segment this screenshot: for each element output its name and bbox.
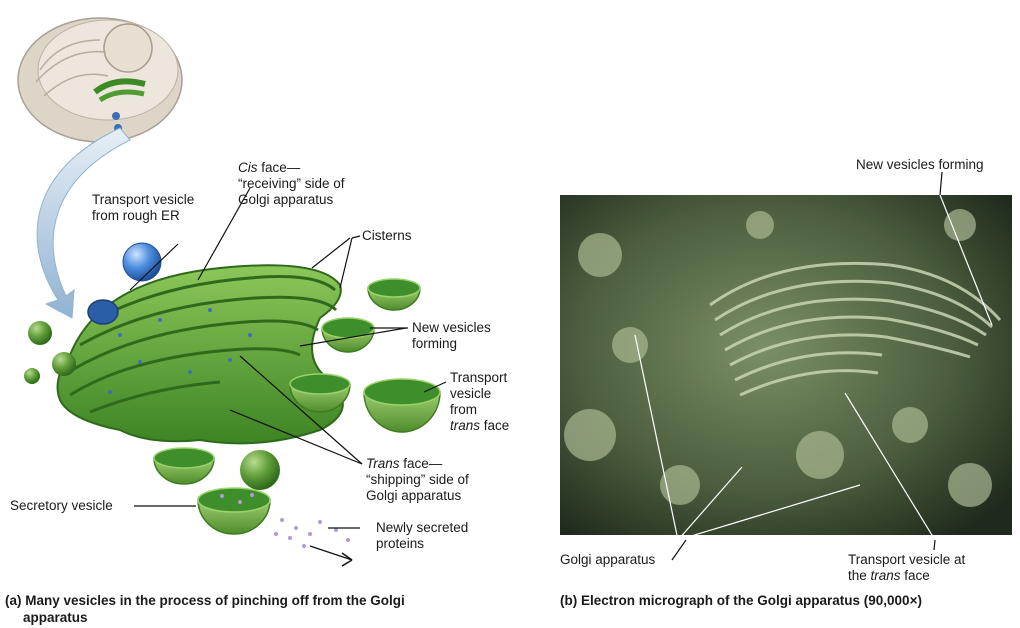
cup-vesicle [289,373,351,413]
free-vesicle [240,450,280,490]
secreted-proteins [274,518,350,548]
transport-vesicle-er [122,242,162,282]
cup-vesicle [153,447,215,485]
free-vesicle [24,368,40,384]
caption-panel-a: (a) Many vesicles in the process of pinc… [5,593,405,625]
label-newly-secreted: Newly secreted proteins [376,520,469,551]
label-transport-vesicle-trans: Transport vesicle from trans face [450,370,510,433]
secretory-vesicle [197,487,271,535]
caption-panel-b: (b) Electron micrograph of the Golgi app… [560,593,922,608]
cell-thumbnail [17,17,183,143]
golgi-stack [56,264,344,445]
free-vesicle [52,352,76,376]
cup-vesicle [321,317,375,353]
micrograph-leader-lines [634,195,993,535]
label-trans-face: Trans face— “shipping” side of Golgi app… [366,456,469,503]
budding-vesicle-cis [87,299,119,325]
label-new-vesicles: New vesicles forming [412,320,491,351]
label-transport-vesicle-trans-face: Transport vesicle at the trans face [848,552,966,583]
label-golgi-apparatus: Golgi apparatus [560,552,656,567]
label-new-vesicles-forming: New vesicles forming [856,157,984,172]
label-secretory-vesicle: Secretory vesicle [10,498,113,513]
label-cis-face: Cis face— “receiving” side of Golgi appa… [238,160,345,207]
micrograph-blobs [564,209,992,507]
electron-micrograph [560,195,1012,535]
golgi-illustration [17,17,447,567]
free-vesicle [28,321,52,345]
secretion-arrowhead [341,552,353,567]
micrograph-membranes [709,261,1002,397]
zoom-arrow [36,127,131,319]
cup-vesicle [367,278,421,311]
label-transport-vesicle-er: Transport vesicle from rough ER [92,192,195,223]
leader-lines [129,187,447,561]
transport-vesicle-trans [363,378,441,433]
label-cisterns: Cisterns [362,228,412,243]
